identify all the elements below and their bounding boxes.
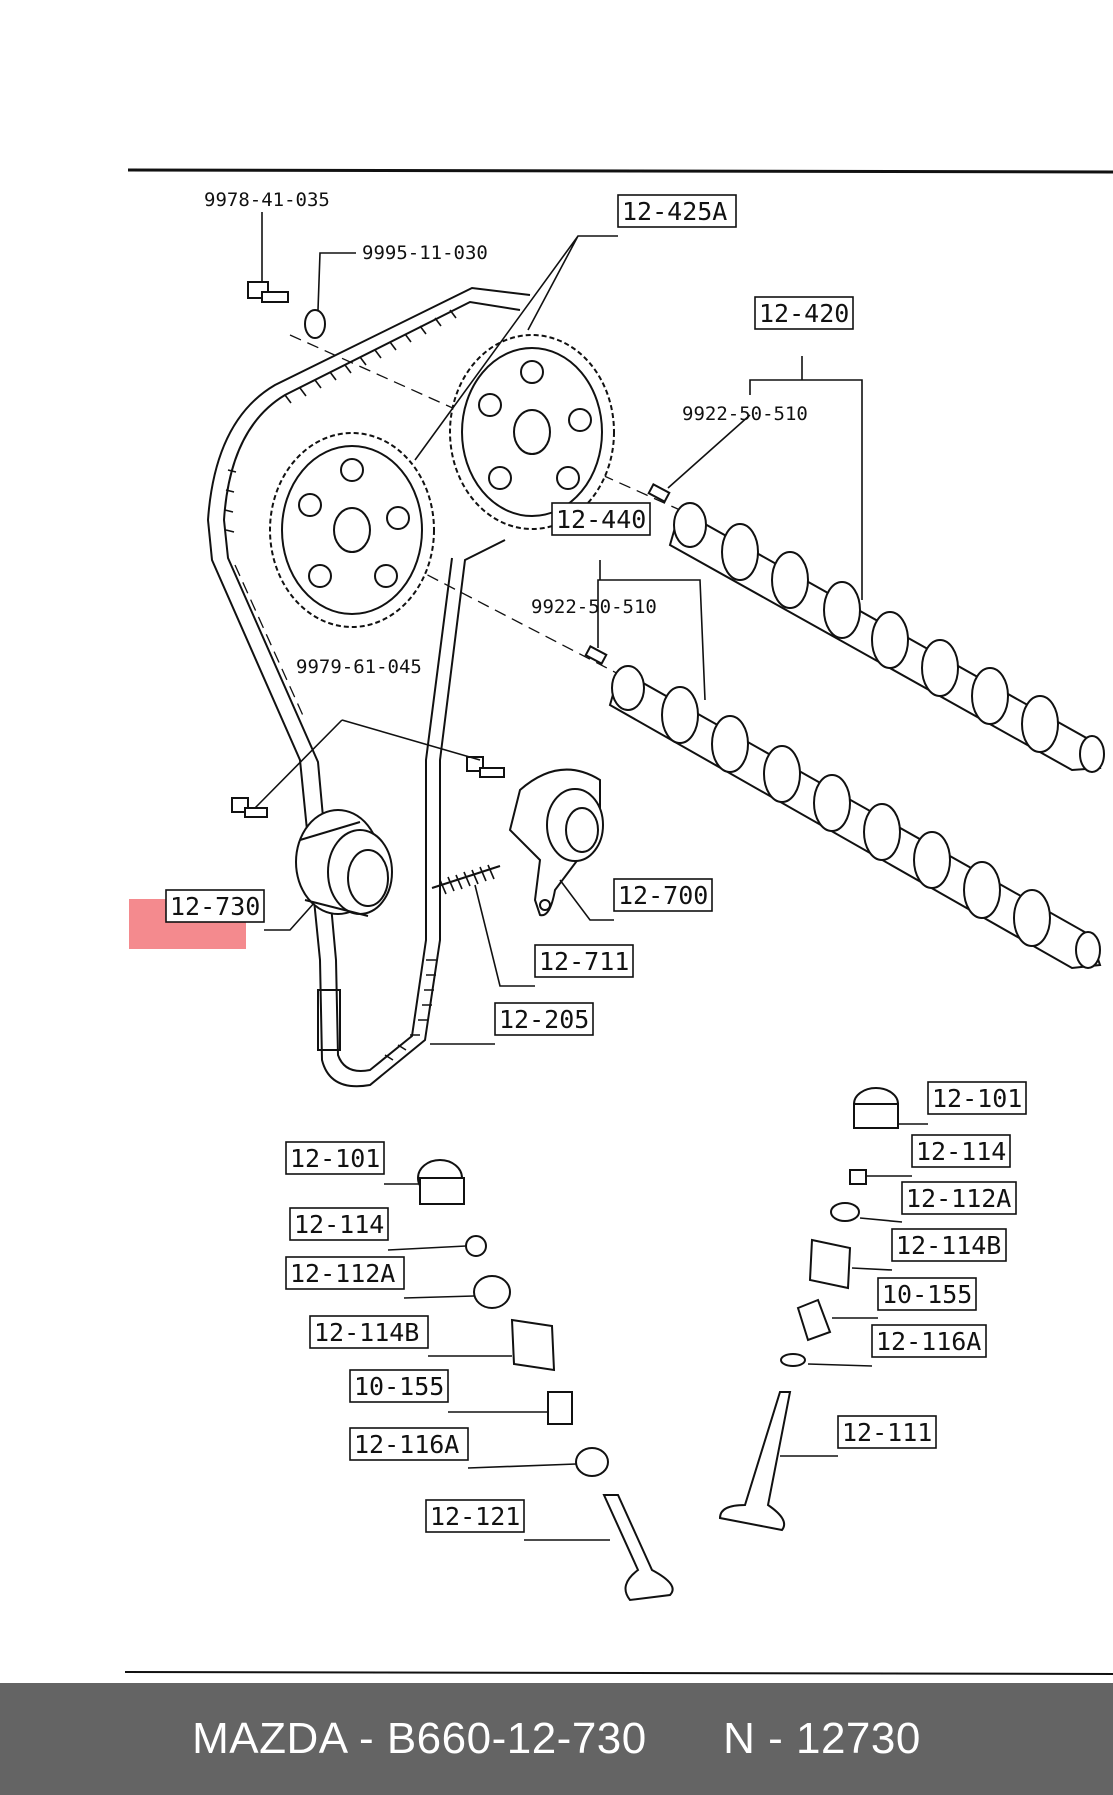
axis-line-left: [234, 564, 306, 721]
callout-text: 12-101: [932, 1084, 1022, 1113]
callout-text: 10-155: [882, 1280, 972, 1309]
camshaft-sprocket-upper: [449, 334, 615, 530]
axis-line-lower: [359, 539, 631, 681]
camshaft-sprocket-lower: [269, 432, 435, 628]
parts-diagram: 12-425A 12-420 12-440 12-730 12-700 12-711 12-…: [124, 168, 1113, 1675]
callout-text: 12-425A: [622, 197, 727, 226]
left-valve-parts: [417, 1159, 674, 1602]
washer-icon: [304, 309, 326, 339]
callout-label-12-101-l: 12-101: [285, 1141, 385, 1175]
callout-text: 12-114B: [314, 1318, 419, 1347]
callout-text: 12-420: [759, 299, 849, 328]
callout-label-12-112A-l: 12-112A: [285, 1256, 405, 1290]
top-border-line: [127, 168, 1113, 174]
callout-text: 12-114: [294, 1210, 384, 1239]
callout-label-12-111: 12-111: [837, 1415, 937, 1449]
callout-label-12-114B-r: 12-114B: [891, 1228, 1007, 1262]
callout-text: 12-700: [618, 881, 708, 910]
callout-label-12-440: 12-440: [551, 502, 651, 536]
part-number-9922-50-510-b: 9922-50-510: [531, 596, 657, 618]
callout-label-12-420: 12-420: [754, 296, 854, 330]
part-number-9978-41-035: 9978-41-035: [204, 189, 330, 211]
leader-lines: [254, 212, 928, 1541]
callout-text: 12-114B: [896, 1231, 1001, 1260]
part-number-9922-50-510-a: 9922-50-510: [682, 403, 808, 425]
callout-text: 12-116A: [354, 1430, 459, 1459]
callout-text: 12-111: [842, 1418, 932, 1447]
callout-text: 12-121: [430, 1502, 520, 1531]
bolt-icon: [247, 281, 289, 303]
callout-label-10-155-l: 10-155: [349, 1369, 449, 1403]
callout-text: 12-112A: [290, 1259, 395, 1288]
tensioner-spring: [431, 864, 501, 895]
camshaft-upper: [668, 502, 1105, 773]
part-number-9979-61-045: 9979-61-045: [296, 656, 422, 678]
footer-ref: N - 12730: [723, 1714, 921, 1763]
idler-pulley: [295, 809, 393, 917]
callout-label-12-121: 12-121: [425, 1499, 525, 1533]
callout-text: 12-116A: [876, 1327, 981, 1356]
right-valve-parts: [718, 1087, 899, 1532]
callout-text: 12-440: [556, 505, 646, 534]
callout-text: 12-205: [499, 1005, 589, 1034]
dowel-pin-lower: [584, 645, 608, 665]
camshaft-lower: [608, 665, 1102, 970]
tensioner-pulley: [508, 768, 604, 917]
callout-label-12-205: 12-205: [494, 1002, 594, 1036]
callout-label-12-114-l: 12-114: [289, 1207, 389, 1241]
footer-brand-part: MAZDA - B660-12-730: [192, 1714, 647, 1763]
timing-belt: [206, 286, 531, 1088]
callout-label-12-114-r: 12-114: [911, 1134, 1011, 1168]
dowel-pin-upper: [647, 483, 671, 503]
bottom-border-line: [124, 1671, 1113, 1675]
callout-label-12-114B-l: 12-114B: [309, 1315, 429, 1349]
callout-text: 10-155: [354, 1372, 444, 1401]
callout-label-12-116A-r: 12-116A: [871, 1324, 987, 1358]
callout-label-12-112A-r: 12-112A: [901, 1181, 1017, 1215]
part-number-9995-11-030: 9995-11-030: [362, 242, 488, 264]
callout-label-12-116A-l: 12-116A: [349, 1427, 469, 1461]
part-numbers: 9978-41-035 9995-11-030 9922-50-510 9922-50…: [204, 189, 808, 678]
callout-text: 12-101: [290, 1144, 380, 1173]
callout-label-12-425A: 12-425A: [617, 194, 737, 228]
bolt-icon-pair: [231, 756, 505, 818]
callout-label-12-711: 12-711: [534, 944, 634, 978]
footer-gap: [647, 1714, 723, 1764]
callout-label-12-101-r: 12-101: [927, 1081, 1027, 1115]
footer-bar: MAZDA - B660-12-730 N - 12730: [0, 1683, 1113, 1795]
callout-text: 12-114: [916, 1137, 1006, 1166]
callout-text: 12-730: [170, 892, 260, 921]
callout-label-12-700: 12-700: [613, 878, 713, 912]
callout-labels: 12-425A 12-420 12-440 12-730 12-700 12-711 12-…: [165, 194, 1027, 1533]
callout-label-10-155-r: 10-155: [877, 1277, 977, 1311]
callout-text: 12-711: [539, 947, 629, 976]
callout-label-12-730: 12-730: [165, 889, 265, 923]
callout-text: 12-112A: [906, 1184, 1011, 1213]
